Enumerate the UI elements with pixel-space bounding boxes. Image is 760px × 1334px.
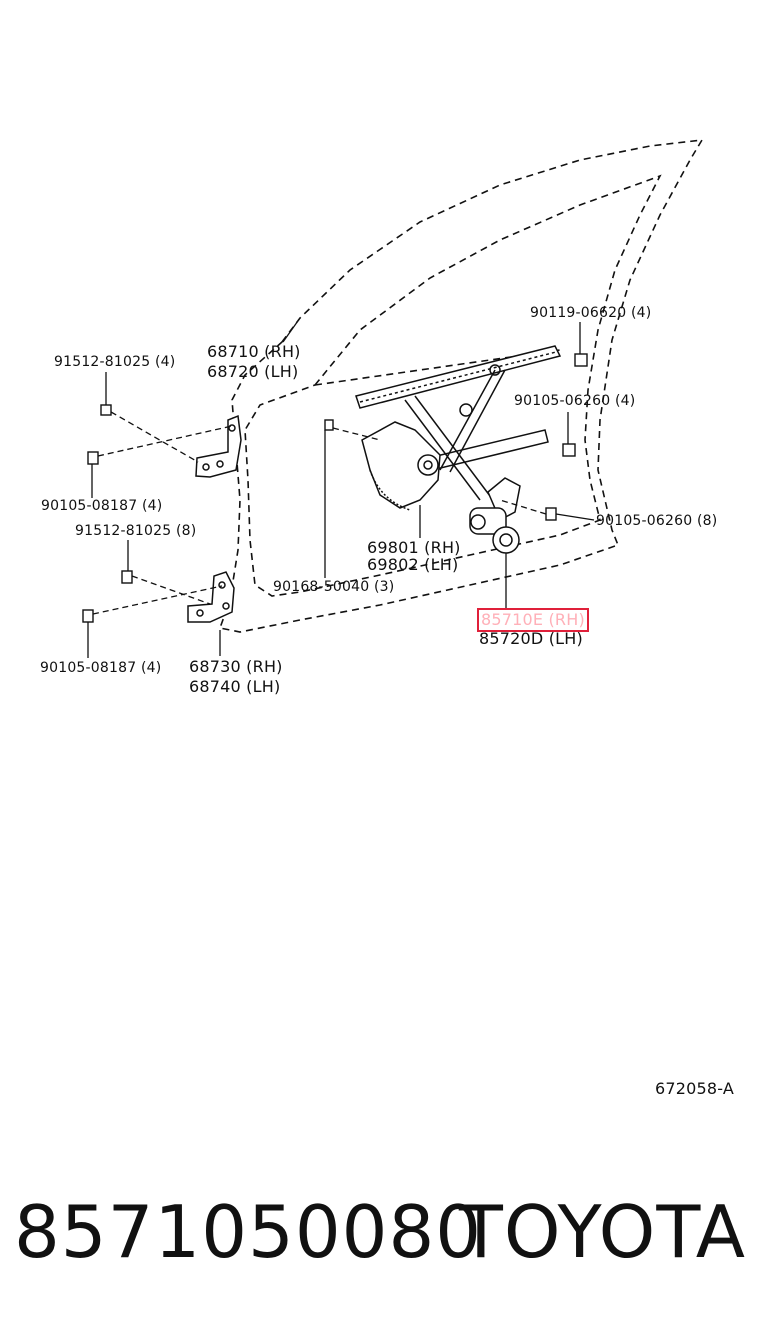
bolt-icon (324, 419, 334, 431)
door-outline (218, 139, 704, 633)
label-90105-06260-b[interactable]: 90105-06260 (8) (596, 513, 718, 529)
label-90105-08187-top[interactable]: 90105-08187 (4) (41, 498, 163, 514)
window-regulator (355, 345, 562, 511)
label-90119-06620[interactable]: 90119-06620 (4) (530, 305, 652, 321)
label-hinge-lower-lh[interactable]: 68740 (LH) (189, 677, 281, 696)
label-91512-81025-mid[interactable]: 91512-81025 (8) (75, 523, 197, 539)
bolt-icon (121, 570, 133, 584)
label-motor-lh[interactable]: 85720D (LH) (479, 629, 583, 648)
upper-hinge (195, 414, 242, 478)
label-hinge-upper-rh[interactable]: 68710 (RH) (207, 342, 301, 361)
label-hinge-lower-rh[interactable]: 68730 (RH) (189, 657, 283, 676)
label-motor-rh-highlighted[interactable]: 85710E (RH) (477, 608, 589, 632)
label-90168-50040[interactable]: 90168-50040 (3) (273, 579, 395, 595)
door-assembly-diagram (82, 139, 704, 658)
lower-hinge (187, 571, 235, 623)
leader-lines (87, 317, 595, 658)
label-90105-08187-bot[interactable]: 90105-08187 (4) (40, 660, 162, 676)
leader-lines-dashed (92, 411, 547, 615)
label-90105-06260-a[interactable]: 90105-06260 (4) (514, 393, 636, 409)
bolt-icon (100, 404, 112, 416)
footer-brand: TOYOTA (458, 1190, 746, 1274)
label-hinge-upper-lh[interactable]: 68720 (LH) (207, 362, 299, 381)
bolt-icon (562, 443, 576, 457)
bolt-icon (87, 451, 99, 465)
label-regulator-rh[interactable]: 69801 (RH) (367, 538, 461, 557)
label-regulator-lh[interactable]: 69802 (LH) (367, 555, 459, 574)
window-motor (469, 477, 521, 554)
footer-part-number: 8571050080 (14, 1190, 483, 1274)
bolt-icon (574, 353, 588, 367)
figure-code: 672058-A (655, 1079, 735, 1098)
bolt-icon (545, 507, 557, 521)
bolt-icon (82, 609, 94, 623)
label-91512-81025-top[interactable]: 91512-81025 (4) (54, 354, 176, 370)
